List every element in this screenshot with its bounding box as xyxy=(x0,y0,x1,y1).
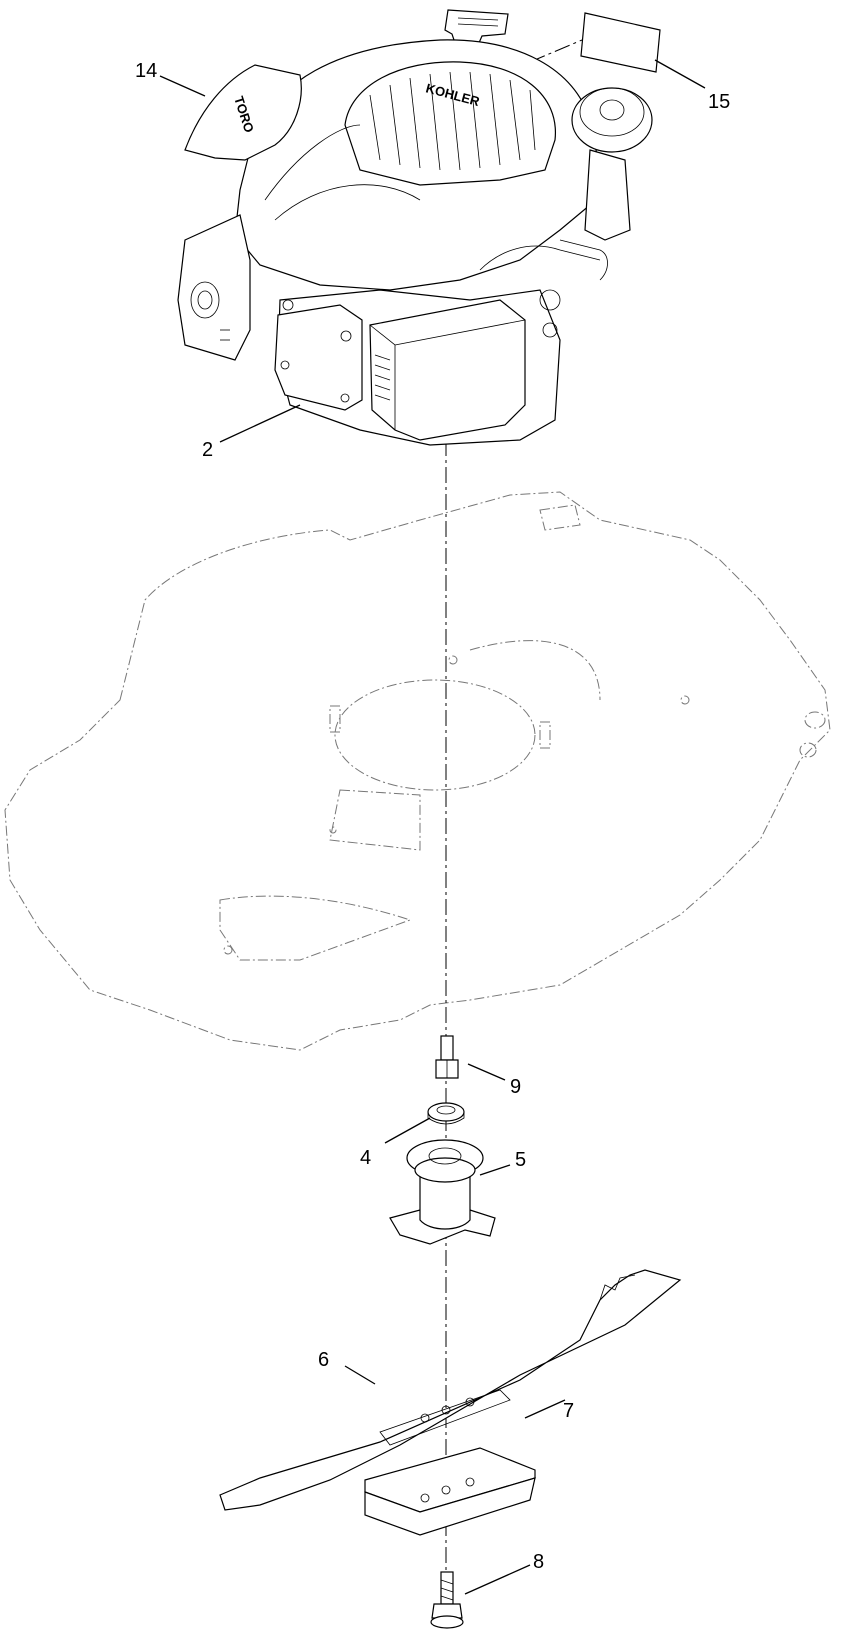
callout-4: 4 xyxy=(360,1147,371,1169)
part-9-bolt xyxy=(435,1035,459,1079)
part-4-washer xyxy=(427,1102,465,1125)
part-6-blade xyxy=(219,1269,682,1511)
part-5-blade-adapter xyxy=(389,1139,496,1245)
callout-15: 15 xyxy=(708,91,730,113)
leader-lines xyxy=(159,59,706,1595)
callout-7: 7 xyxy=(563,1400,574,1422)
callout-8: 8 xyxy=(533,1551,544,1573)
part-14-decal: TORO xyxy=(184,64,302,161)
callout-9: 9 xyxy=(510,1076,521,1098)
callouts: 14 15 2 9 4 5 6 7 8 xyxy=(135,60,730,1573)
callout-6: 6 xyxy=(318,1349,329,1371)
part-7-stiffener xyxy=(364,1447,536,1536)
callout-2: 2 xyxy=(202,439,213,461)
part-2-engine: KOHLER xyxy=(177,9,653,446)
part-15-decal xyxy=(529,12,661,73)
mower-deck xyxy=(4,491,831,1051)
callout-5: 5 xyxy=(515,1149,526,1171)
part-8-bolt xyxy=(430,1571,464,1629)
callout-14: 14 xyxy=(135,60,157,82)
